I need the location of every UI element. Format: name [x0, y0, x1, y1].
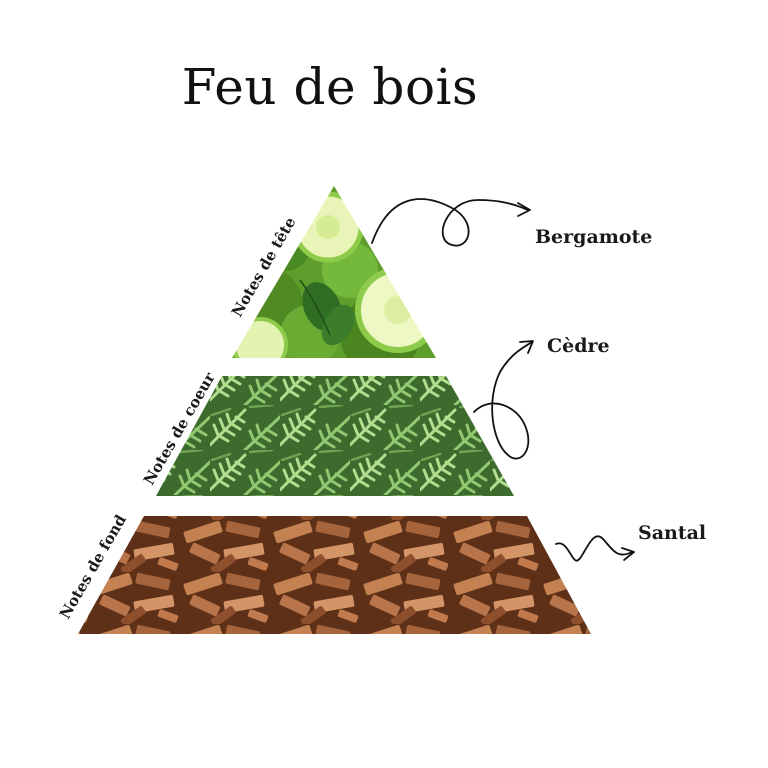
- bottom-tier-sandalwood-image: [78, 516, 591, 634]
- note-name-cedre: Cèdre: [547, 335, 610, 357]
- page-title: Feu de bois: [181, 58, 479, 116]
- middle-tier-cedar-image: [156, 376, 514, 496]
- note-name-santal: Santal: [638, 522, 706, 544]
- arrow-to-santal: [555, 535, 635, 562]
- arrow-to-bergamote: [371, 198, 531, 247]
- note-name-bergamote: Bergamote: [535, 226, 652, 248]
- arrow-to-cedre: [473, 340, 534, 460]
- top-tier-bergamot-image: [232, 186, 436, 358]
